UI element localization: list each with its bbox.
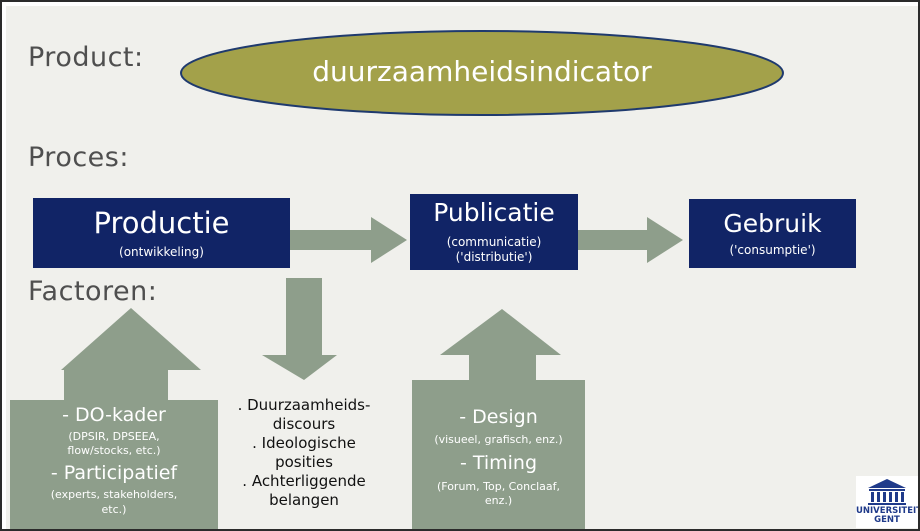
box-gebruik <box>689 199 856 268</box>
box-gebruik-sub: ('consumptie') <box>729 243 816 257</box>
diagram-graphics <box>10 30 856 529</box>
factor-timing: - Timing <box>459 452 538 474</box>
arrow-down-productie <box>262 278 337 380</box>
factor-do-kader: - DO-kader <box>62 404 166 426</box>
arrow-up-publicatie <box>412 309 585 529</box>
factor-participatief-sub-1: (experts, stakeholders, <box>50 488 178 501</box>
box-publicatie-sub-2: ('distributie') <box>455 250 533 264</box>
logo-text-line2: GENT <box>874 515 900 525</box>
factor-timing-sub-1: (Forum, Top, Conclaaf, <box>436 480 561 493</box>
box-publicatie-title: Publicatie <box>433 198 555 227</box>
factor-do-kader-sub-1: (DPSIR, DPSEEA, <box>68 430 160 443</box>
box-gebruik-title: Gebruik <box>723 209 822 238</box>
factor-design-sub: (visueel, grafisch, enz.) <box>434 433 563 446</box>
box-productie-sub: (ontwikkeling) <box>119 245 204 259</box>
logo-text-line1: UNIVERSITEIT <box>856 506 918 516</box>
slide: Product: Proces: Factoren: duurzaamheids… <box>6 6 918 529</box>
product-ellipse-label: duurzaamheidsindicator <box>312 55 652 88</box>
label-proces: Proces: <box>28 142 129 173</box>
box-productie <box>33 198 290 268</box>
factor-ideologische-2: posities <box>275 453 333 471</box>
box-publicatie <box>410 194 578 270</box>
factor-discours-2: discours <box>272 415 336 433</box>
factor-participatief-sub-2: etc.) <box>101 503 127 516</box>
label-product: Product: <box>28 42 144 73</box>
product-ellipse <box>180 30 784 116</box>
university-logo: UNIVERSITEIT GENT <box>856 476 918 528</box>
factor-ideologische-1: . Ideologische <box>252 434 356 452</box>
box-productie-title: Productie <box>93 206 230 240</box>
factor-participatief: - Participatief <box>50 462 178 484</box>
factor-do-kader-sub-2: flow/stocks, etc.) <box>67 444 161 457</box>
factor-timing-sub-2: enz.) <box>484 494 513 507</box>
label-factoren: Factoren: <box>28 276 158 307</box>
arrow-publicatie-to-gebruik <box>578 217 683 263</box>
box-publicatie-sub-1: (communicatie) <box>446 235 542 249</box>
factor-design: - Design <box>459 406 538 428</box>
factor-belangen-2: belangen <box>269 491 339 509</box>
factor-discours-1: . Duurzaamheids- <box>237 396 371 414</box>
building-icon <box>868 479 906 505</box>
arrow-productie-to-publicatie <box>290 217 407 263</box>
arrow-up-productie <box>10 308 218 529</box>
factor-belangen-1: . Achterliggende <box>242 472 366 490</box>
